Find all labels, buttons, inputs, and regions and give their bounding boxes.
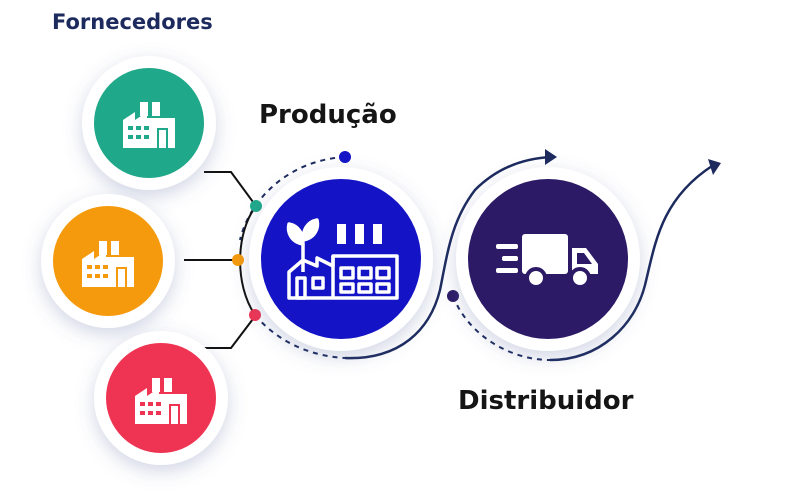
supplier-node-red [94,331,228,465]
supplier-node-orange [41,194,175,328]
dot-red [249,309,261,321]
distributor-node [456,167,640,351]
arrow-head-distributor-out [708,159,721,175]
dot-navy-top [339,151,351,163]
distributor-title: Distribuidor [458,386,634,416]
flow-line-out [549,164,713,362]
supplier-node-teal [82,56,216,190]
suppliers-title: Fornecedores [52,10,213,34]
production-node [249,167,433,351]
dot-teal [250,200,262,212]
production-dashed-arc-bottom [254,314,346,359]
delivery-truck-icon [496,234,598,289]
supplier-connectors [184,171,257,349]
dot-orange [232,254,244,266]
eco-factory-icon [286,218,399,300]
flow-line-main [344,155,553,360]
production-title: Produção [259,100,397,130]
dot-purple [447,290,459,302]
distributor-dashed-arc [452,295,551,361]
arrow-head-production-to-distributor [545,149,557,165]
